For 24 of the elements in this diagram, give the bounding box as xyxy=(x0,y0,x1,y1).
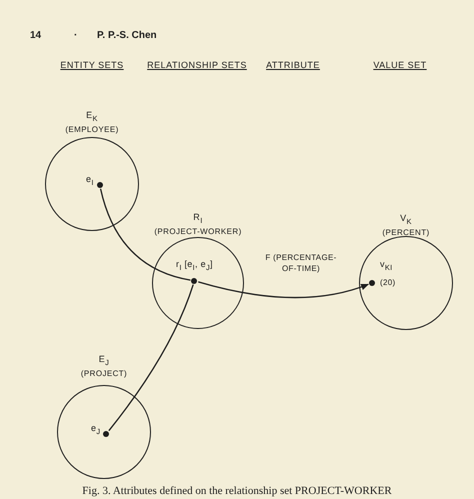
column-heading: RELATIONSHIP SETS xyxy=(147,60,247,70)
set-symbol: E$_{J}$ xyxy=(98,354,110,368)
element-symbol: r$_{I}$ [e$_{I}$, e$_{J}$] xyxy=(176,259,213,273)
column-heading: ATTRIBUTE xyxy=(266,60,320,70)
set-name: (PERCENT) xyxy=(382,226,430,238)
set-symbol: R$_{I}$ xyxy=(193,212,203,226)
connector-line xyxy=(108,284,194,432)
connector-line xyxy=(100,188,191,281)
element-symbol: e$_{J}$ xyxy=(91,423,100,437)
arrow xyxy=(198,281,370,298)
column-heading: ENTITY SETS xyxy=(60,60,124,70)
author-name: P. P.-S. Chen xyxy=(97,30,157,41)
column-heading: VALUE SET xyxy=(373,60,427,70)
element-value: (20) xyxy=(380,278,396,288)
figure-caption: Fig. 3. Attributes defined on the relationship set PROJECT-WORKER xyxy=(82,485,392,497)
element-symbol: e$_{I}$ xyxy=(86,174,94,188)
set-symbol: E$_{K}$ xyxy=(86,110,98,124)
separator-dot: · xyxy=(74,30,78,41)
set-name: (PROJECT) xyxy=(80,368,128,379)
element-symbol: v$_{KI}$ xyxy=(380,259,394,273)
page-number: 14 xyxy=(30,30,42,41)
set-name: (EMPLOYEE) xyxy=(65,124,119,135)
set-symbol: V$_{K}$ xyxy=(400,213,412,227)
set-name: (PROJECT-WORKER) xyxy=(154,226,242,237)
